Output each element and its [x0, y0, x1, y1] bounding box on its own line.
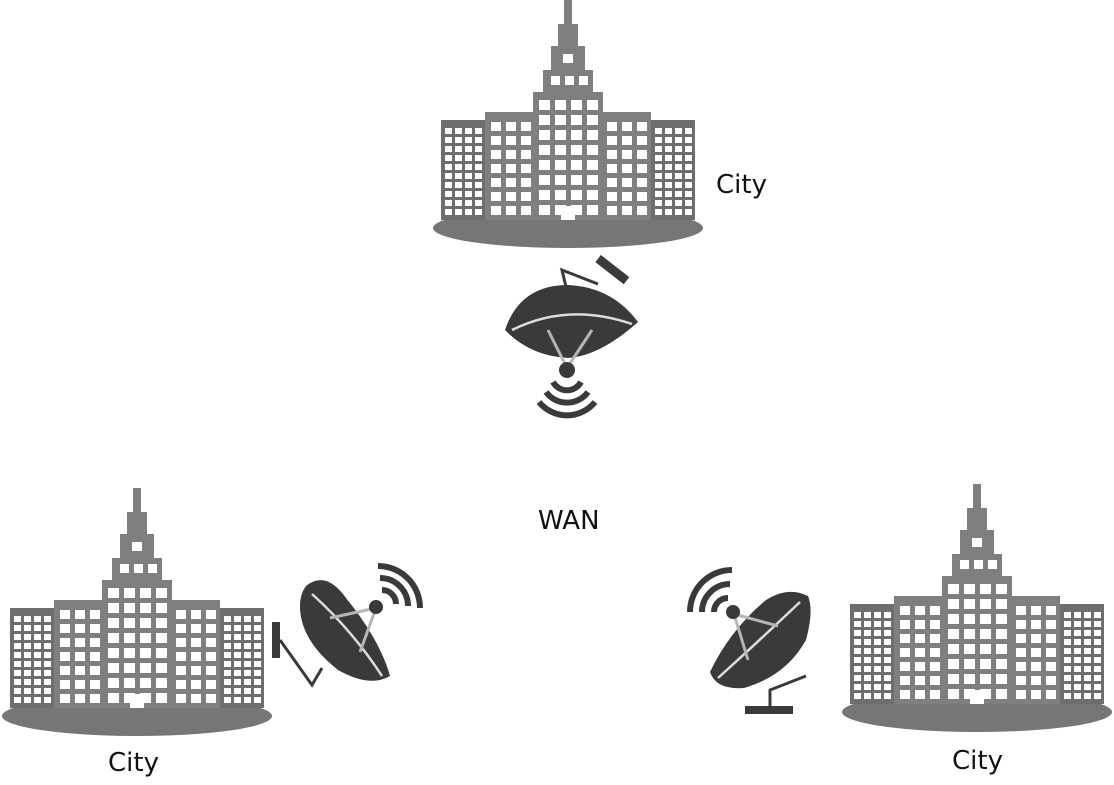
- satellite-dish-icon-right: [710, 591, 811, 714]
- signal-waves-icon-left: [377, 563, 423, 609]
- signal-waves-icon-top: [536, 380, 598, 419]
- city-label-left: City: [108, 748, 159, 778]
- wan-label: WAN: [538, 506, 600, 536]
- satellite-dish-icon-top: [505, 254, 638, 378]
- signal-waves-icon-right: [687, 567, 733, 613]
- city-building-left: [2, 488, 272, 736]
- city-building-top: [433, 0, 703, 248]
- city-label-right: City: [952, 746, 1003, 776]
- satellite-dish-icon-left: [272, 580, 390, 688]
- city-label-top: City: [716, 170, 767, 200]
- city-building-right: [842, 484, 1112, 732]
